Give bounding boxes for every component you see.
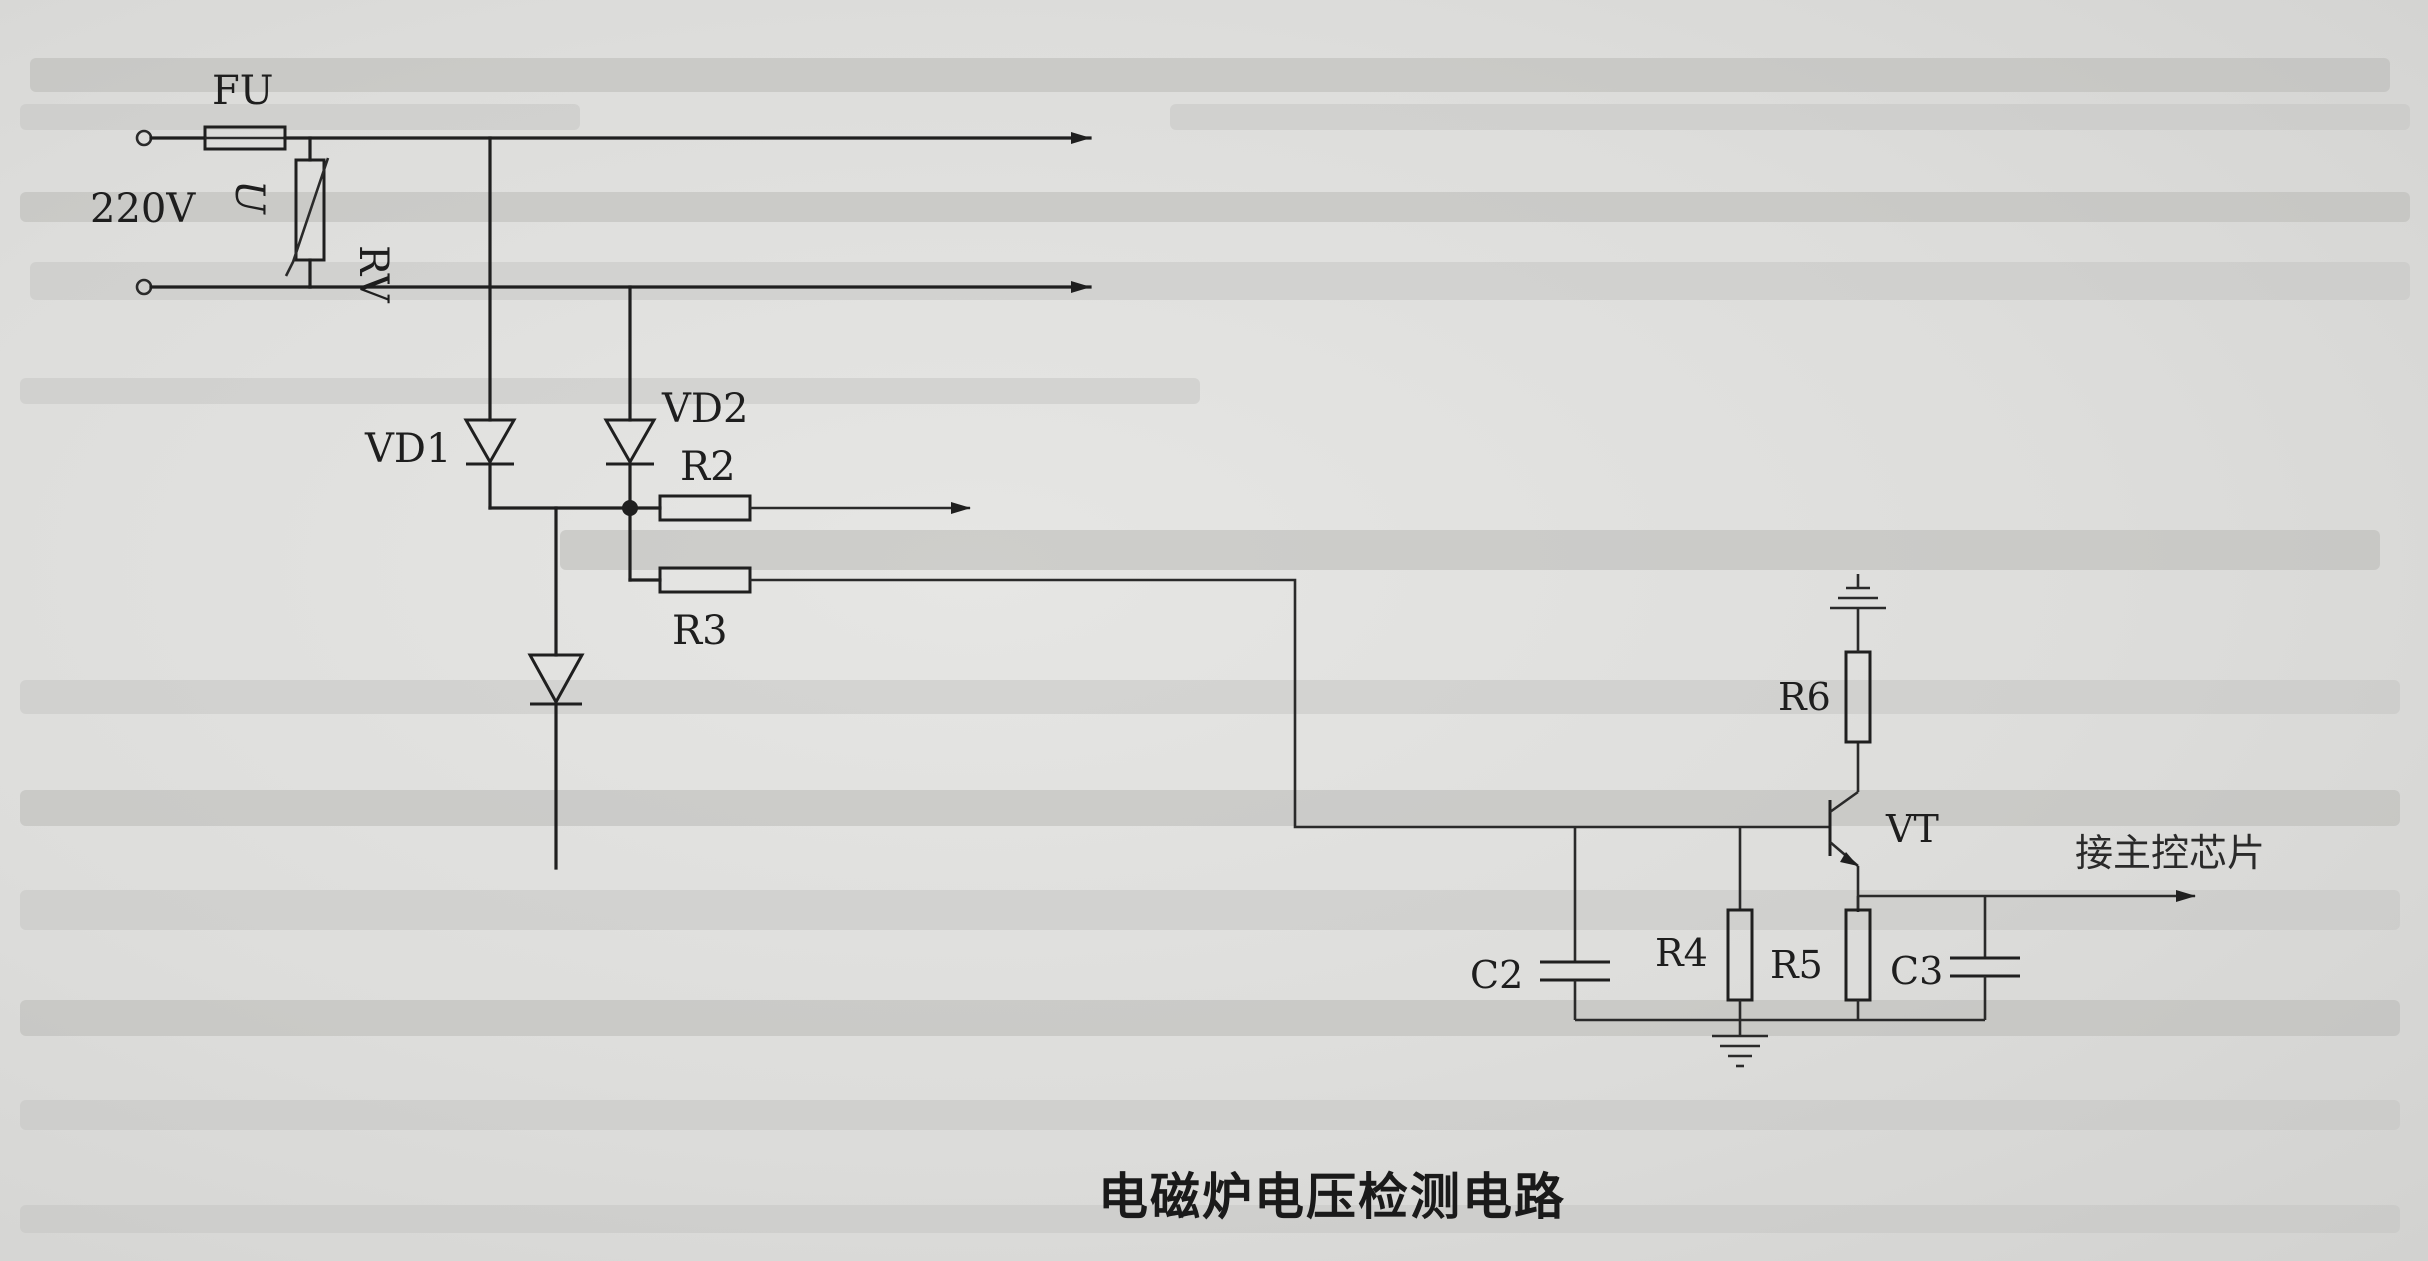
- r2-label: R2: [680, 444, 736, 490]
- voltage-symbol-label: U: [226, 180, 272, 215]
- input-terminal-bottom: [135, 278, 312, 296]
- diode-lower-icon: [527, 653, 585, 706]
- vd1-label: VD1: [364, 426, 451, 472]
- resistor-r4-icon: [1726, 908, 1754, 1002]
- resistor-r2-icon: [658, 494, 752, 522]
- capacitor-c3-icon: [1950, 956, 2020, 978]
- r3-output-wire: [750, 578, 1830, 829]
- varistor-icon: [284, 136, 330, 289]
- resistor-r6-icon: [1844, 650, 1872, 744]
- resistor-r3-icon: [658, 566, 752, 594]
- ground-top-icon: [1830, 574, 1886, 610]
- vd2-label: VD2: [661, 386, 748, 432]
- diode-vd1-icon: [463, 418, 517, 466]
- resistor-r5-icon: [1844, 908, 1872, 1002]
- input-terminal-top: [135, 129, 207, 147]
- r5-label: R5: [1770, 943, 1823, 987]
- varistor-label: RV: [350, 245, 396, 304]
- vt-label: VT: [1885, 807, 1939, 851]
- transistor-vt-icon: [1828, 750, 1860, 912]
- output-destination-label: 接主控芯片: [2075, 831, 2265, 875]
- c2-label: C2: [1470, 953, 1523, 997]
- diode-vd2-icon: [603, 418, 657, 466]
- c3-label: C3: [1890, 949, 1943, 993]
- fuse-icon: [203, 125, 287, 151]
- ground-bottom-icon: [1712, 1020, 1768, 1068]
- input-voltage-label: 220V: [90, 186, 196, 232]
- r6-label: R6: [1778, 675, 1831, 719]
- fuse-label: FU: [212, 68, 273, 114]
- r3-label: R3: [672, 608, 728, 654]
- capacitor-c2-icon: [1540, 960, 1610, 982]
- r4-label: R4: [1655, 931, 1708, 975]
- diagram-caption: 电磁炉电压检测电路: [1098, 1168, 1566, 1226]
